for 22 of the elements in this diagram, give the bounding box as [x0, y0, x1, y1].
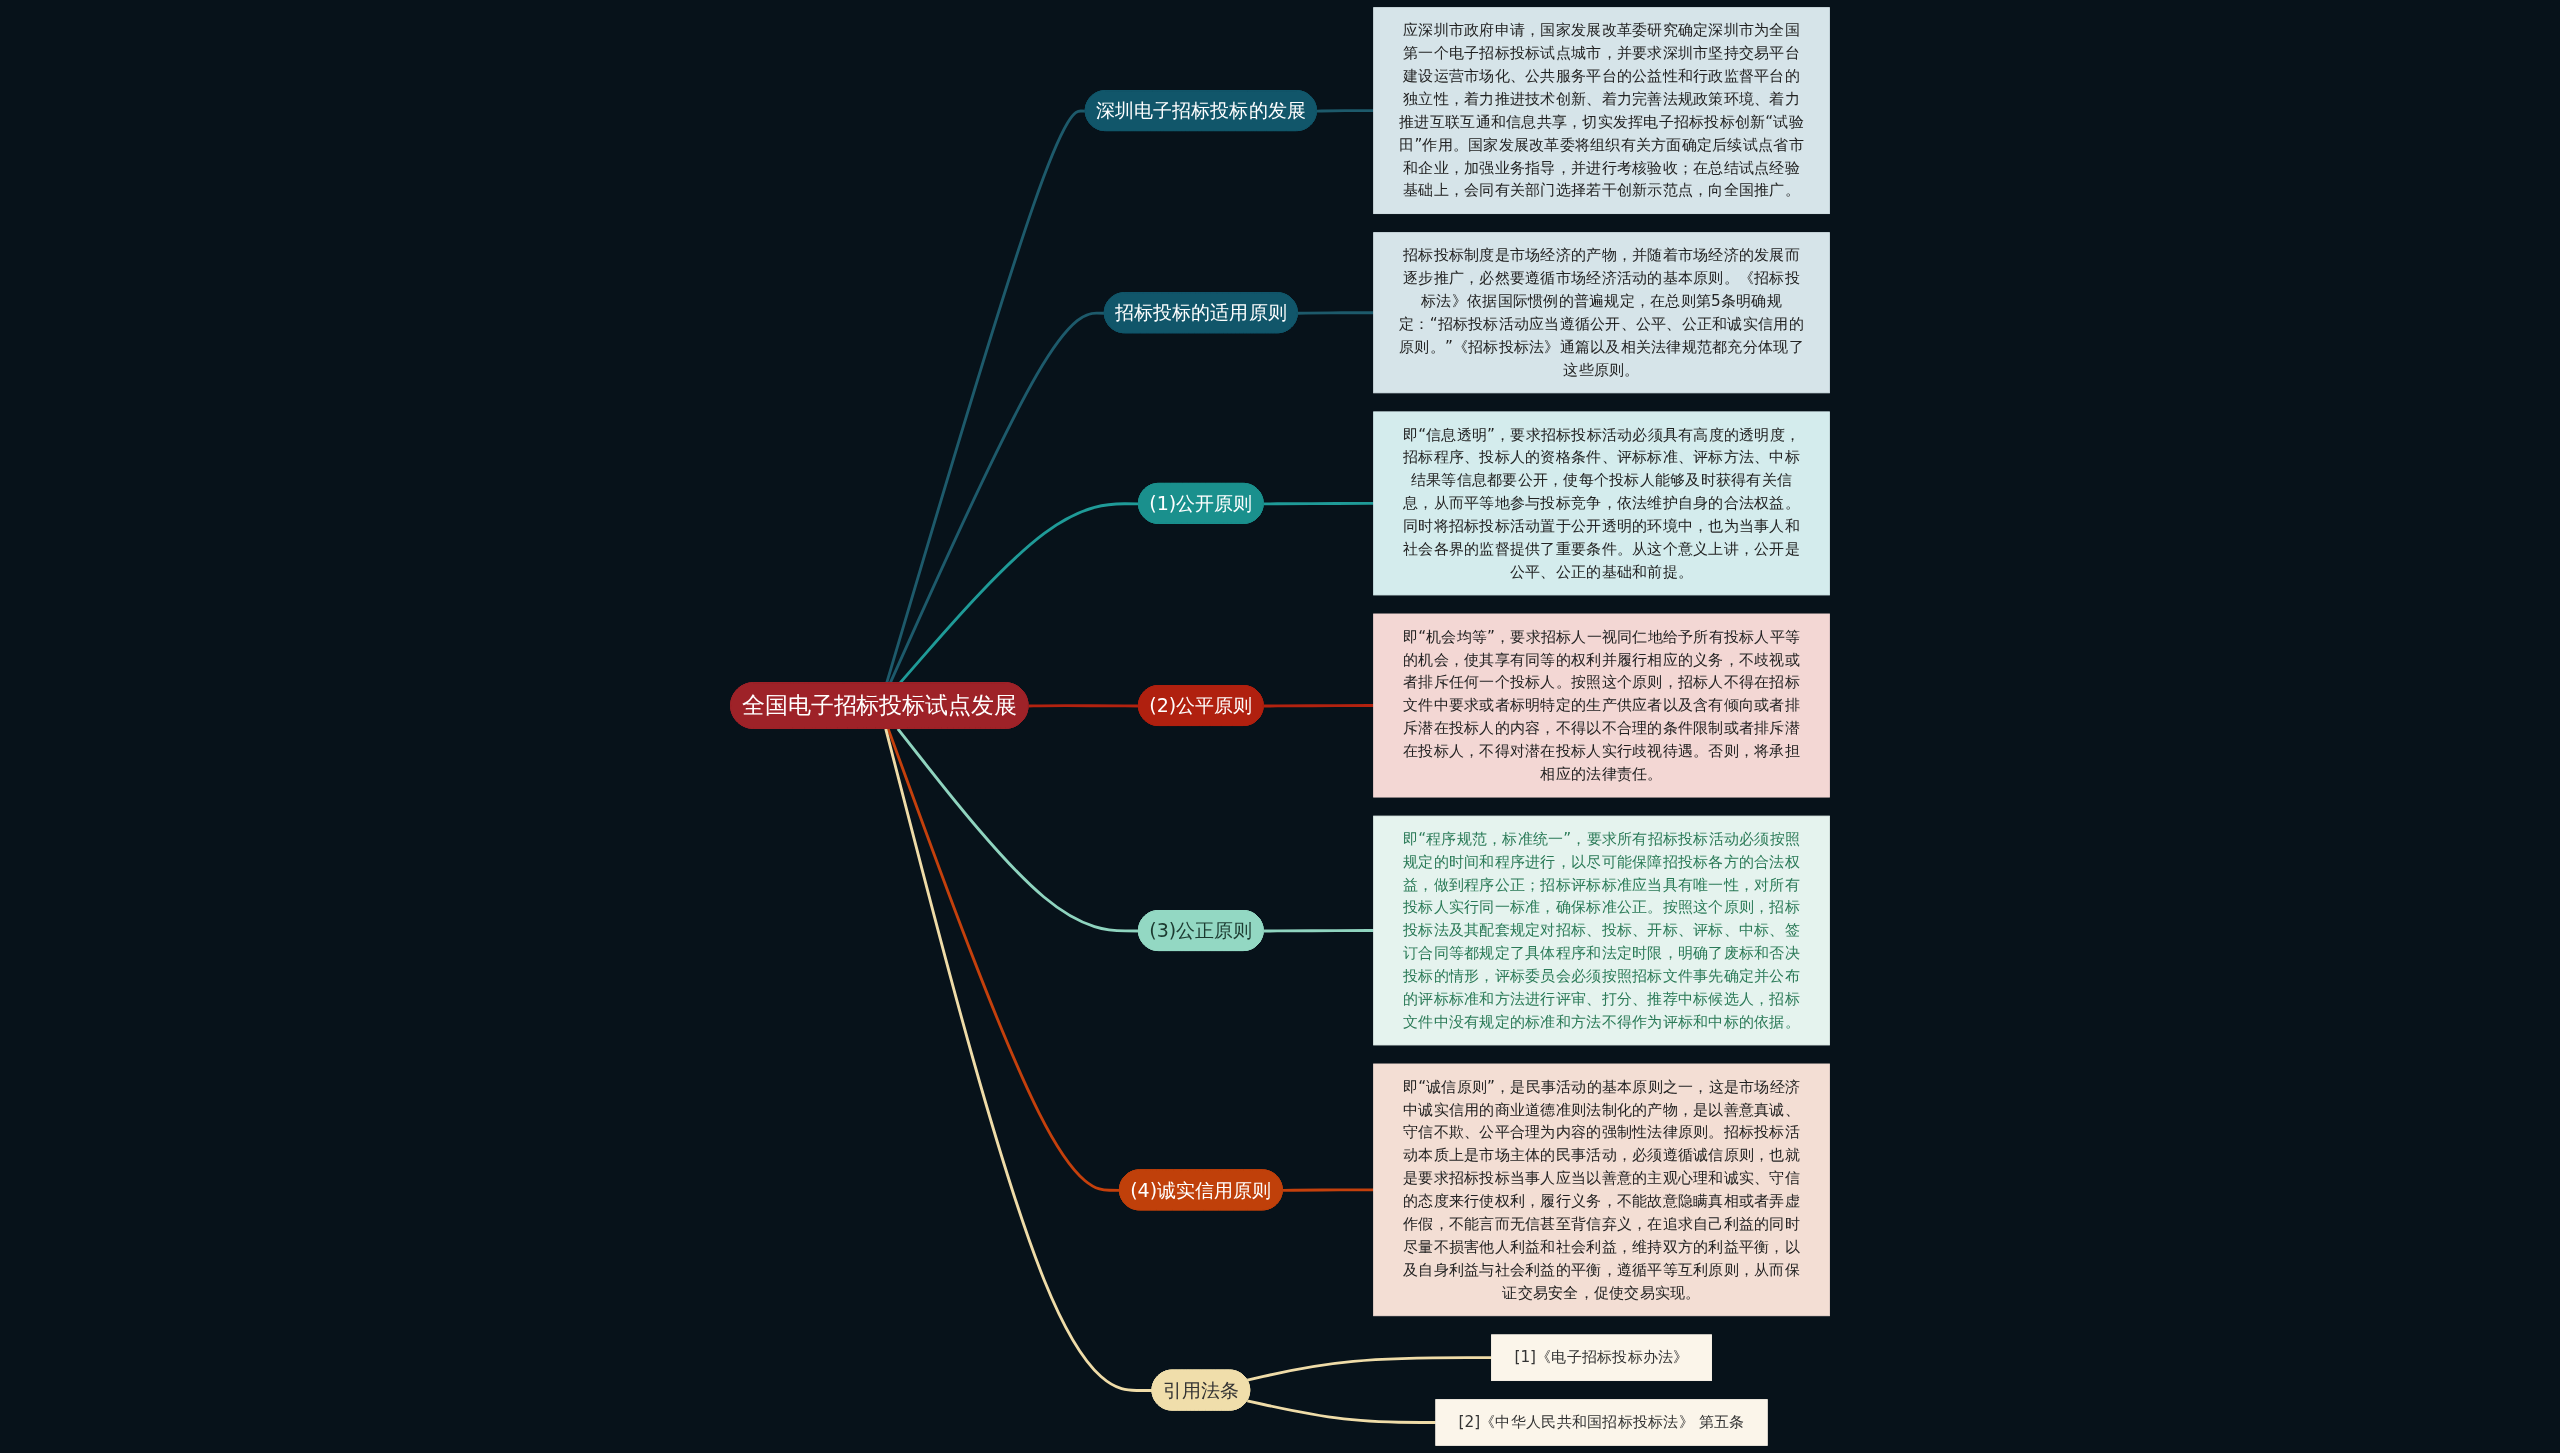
connector [1247, 1356, 1492, 1382]
connector [1316, 109, 1374, 113]
node-box: [1]《电子招标投标办法》 [1491, 1334, 1712, 1381]
connector [1263, 704, 1374, 708]
connector [1028, 704, 1139, 708]
node-box: 即“机会均等”，要求招标人一视同仁地给予所有投标人平等的机会，使其享有同等的权利并履行相应的义务，不歧视或者排斥任何一个投标人。按照这个原则，招标人不得在招标文件中要求或者标明特定的生产供应者以及含有倾向或者排斥潜在投标人的内容，不得以不合理的条件限制或者排斥潜在投标人，不得对潜在投标人实行歧视待遇。否则，将承担相应的法律责任。 [1373, 613, 1830, 798]
connector [1263, 929, 1374, 933]
node-box: 招标投标制度是市场经济的产物，并随着市场经济的发展而逐步推广，必然要遵循市场经济活动的基本原则。《招标投标法》依据国际惯例的普遍规定，在总则第5条明确规定：“招标投标活动应当遵循公开、公平、公正和诚实信用的原则。”《招标投标法》通篇以及相关法律规范都充分体现了这些原则。 [1373, 232, 1830, 394]
connector [884, 728, 1153, 1392]
node-box: 即“程序规范，标准统一”，要求所有招标投标活动必须按照规定的时间和程序进行，以尽可能保障招投标各方的合法权益，做到程序公正；招标评标标准应当具有唯一性，对所有投标人实行同一标准，确保标准公正。按照这个原则，招标投标法及其配套规定对招标、投标、开标、评标、中标、签订合同等都规定了具体程序和法定时限，明确了废标和否决投标的情形，评标委员会必须按照招标文件事先确定并公布的评标标准和方法进行评审、打分、推荐中标候选人，招标文件中没有规定的标准和方法不得作为评标和中标的依据。 [1373, 815, 1830, 1046]
node-box: 即“信息透明”，要求招标投标活动必须具有高度的透明度，招标程序、投标人的资格条件、评标标准、评标方法、中标结果等信息都要公开，使每个投标人能够及时获得有关信息，从而平等地参与投标竞争，依法维护自身的合法权益。同时将招标投标活动置于公开透明的环境中，也为当事人和社会各界的监督提供了重要条件。从这个意义上讲，公开是公平、公正的基础和前提。 [1373, 411, 1830, 596]
connector [885, 109, 1086, 684]
node-box: [2]《中华人民共和国招标投标法》 第五条 [1435, 1399, 1768, 1446]
connector [1263, 501, 1374, 506]
connector [888, 311, 1105, 684]
connector [886, 728, 1120, 1192]
node-box: 即“诚信原则”，是民事活动的基本原则之一，这是市场经济中诚实信用的商业道德准则法制化的产物，是以善意真诚、守信不欺、公平合理为内容的强制性法律原则。招标投标活动本质上是市场主体的民事活动，必须遵循诚信原则，也就是要求招标投标当事人应当以善意的主观心理和诚实、守信的态度来行使权利，履行义务，不能故意隐瞒真相或者弄虚作假，不能言而无信甚至背信弃义，在追求自己利益的同时尽量不损害他人利益和社会利益，维持双方的利益平衡，以及自身利益与社会利益的平衡，遵循平等互利原则，从而保证交易安全，促使交易实现。 [1373, 1063, 1830, 1317]
node-box: 应深圳市政府申请，国家发展改革委研究确定深圳市为全国第一个电子招标投标试点城市，并要求深圳市坚持交易平台建设运营市场化、公共服务平台的公益性和行政监督平台的独立性，着力推进技术创新、着力完善法规政策环境、着力推进互联互通和信息共享，切实发挥电子招标投标创新“试验田”作用。国家发展改革委将组织有关方面确定后续试点省市和企业，加强业务指导，并进行考核验收；在总结试点经验基础上，会同有关部门选择若干创新示范点，向全国推广。 [1373, 7, 1830, 215]
connector [896, 728, 1139, 933]
connector [1282, 1188, 1374, 1192]
connector [1297, 311, 1374, 315]
connector [1247, 1399, 1436, 1424]
